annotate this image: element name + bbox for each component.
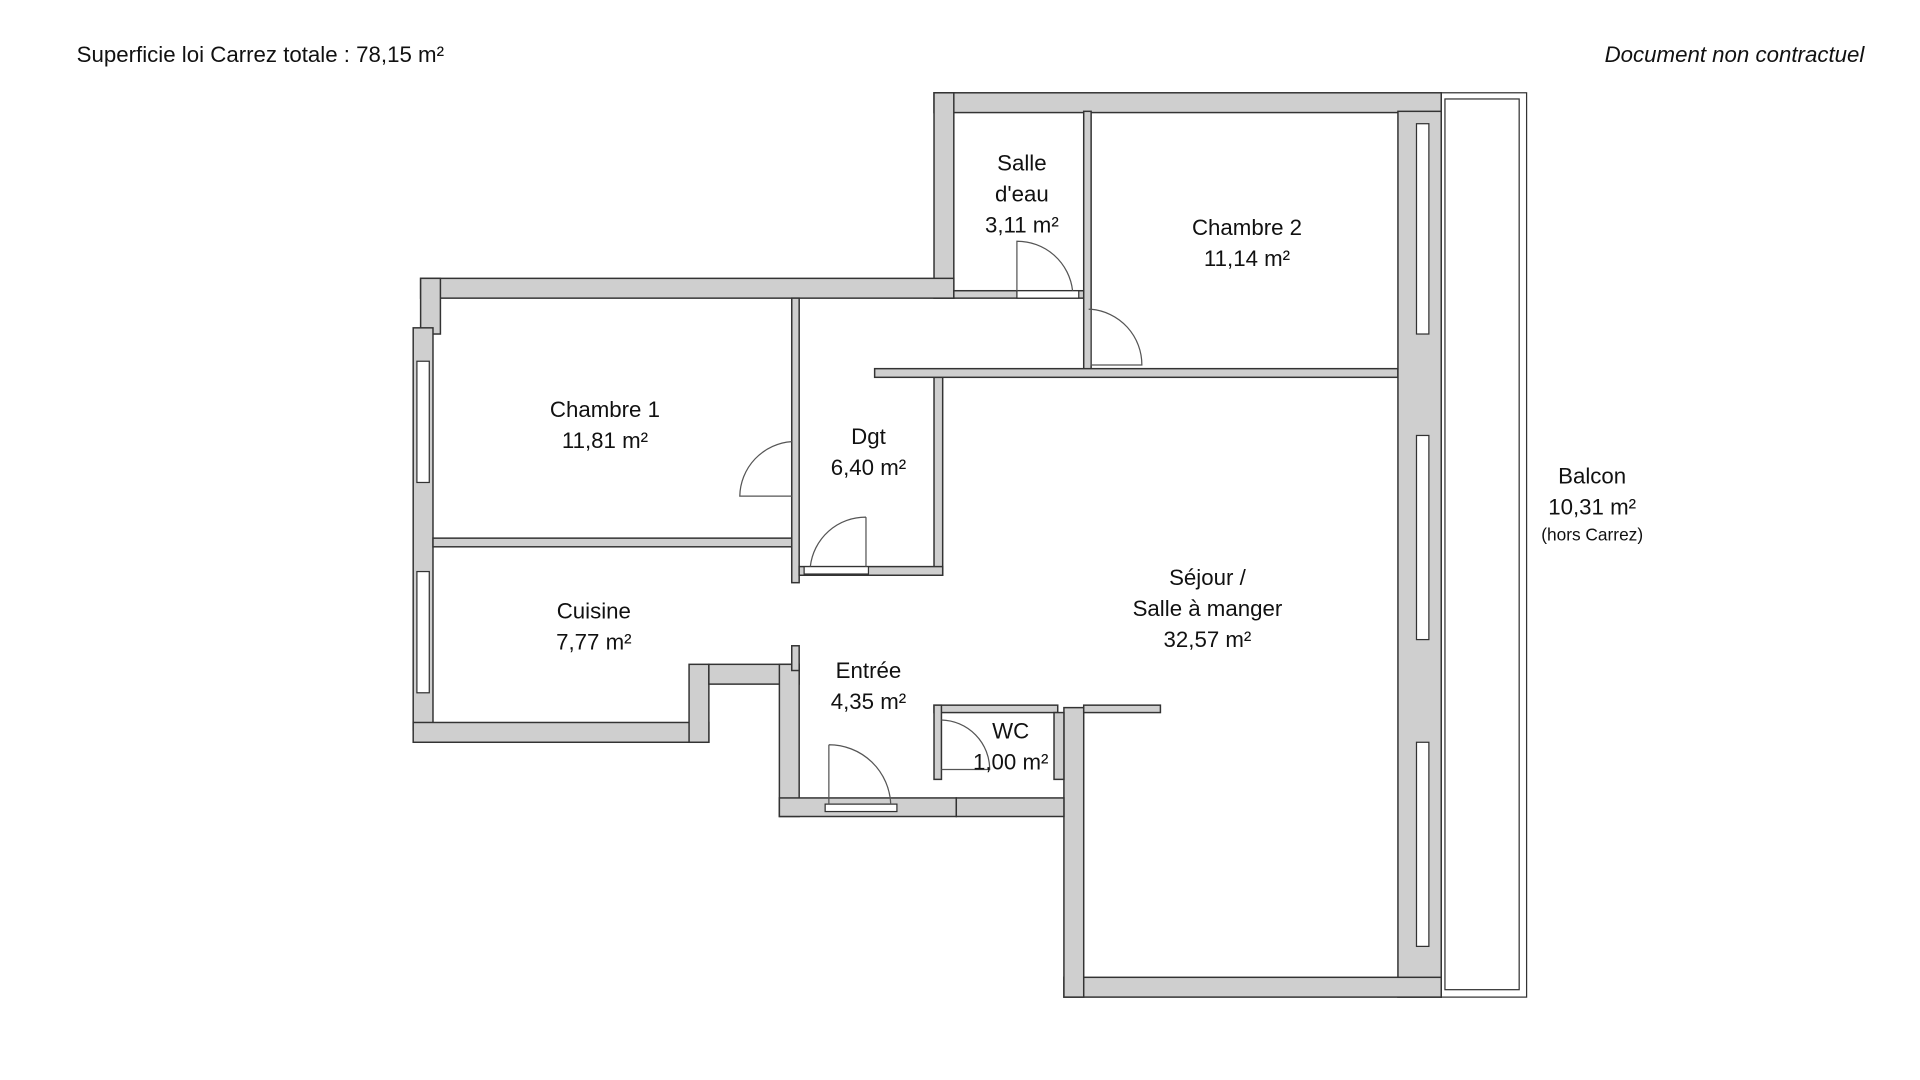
windows (416, 123, 1430, 948)
svg-text:11,14 m²: 11,14 m² (1204, 246, 1290, 271)
room-balcon: Balcon 10,31 m² (hors Carrez) (1541, 464, 1643, 545)
doors (739, 240, 1143, 805)
svg-text:32,57 m²: 32,57 m² (1164, 627, 1252, 652)
svg-text:7,77 m²: 7,77 m² (556, 629, 631, 654)
svg-text:10,31 m²: 10,31 m² (1548, 495, 1636, 520)
svg-text:Cuisine: Cuisine (557, 599, 631, 624)
svg-text:Dgt: Dgt (851, 424, 886, 449)
svg-text:3,11 m²: 3,11 m² (985, 213, 1059, 238)
svg-text:4,35 m²: 4,35 m² (831, 689, 906, 714)
svg-text:Salle: Salle (997, 151, 1046, 176)
svg-text:Séjour /: Séjour / (1169, 565, 1246, 590)
svg-text:6,40 m²: 6,40 m² (831, 455, 906, 480)
svg-text:Entrée: Entrée (836, 658, 902, 683)
room-salle-eau: Salle d'eau 3,11 m² (985, 151, 1059, 238)
balcony (1440, 92, 1528, 998)
svg-text:1,00 m²: 1,00 m² (973, 749, 1048, 774)
svg-text:(hors Carrez): (hors Carrez) (1541, 525, 1643, 545)
disclaimer-label: Document non contractuel (1605, 42, 1866, 67)
room-chambre-1: Chambre 1 11,81 m² (550, 397, 660, 453)
room-entree: Entrée 4,35 m² (831, 658, 906, 714)
room-dgt: Dgt 6,40 m² (831, 424, 906, 480)
svg-text:Balcon: Balcon (1558, 464, 1626, 489)
room-cuisine: Cuisine 7,77 m² (556, 599, 631, 655)
room-wc: WC 1,00 m² (973, 719, 1048, 775)
svg-text:Chambre 2: Chambre 2 (1192, 215, 1302, 240)
svg-text:WC: WC (992, 719, 1029, 744)
room-sejour: Séjour / Salle à manger 32,57 m² (1133, 565, 1283, 652)
svg-text:Chambre 1: Chambre 1 (550, 397, 660, 422)
total-area-label: Superficie loi Carrez totale : 78,15 m² (77, 42, 444, 67)
room-chambre-2: Chambre 2 11,14 m² (1192, 215, 1302, 271)
svg-text:d'eau: d'eau (995, 182, 1049, 207)
svg-text:11,81 m²: 11,81 m² (562, 428, 648, 453)
svg-text:Salle à manger: Salle à manger (1133, 596, 1283, 621)
